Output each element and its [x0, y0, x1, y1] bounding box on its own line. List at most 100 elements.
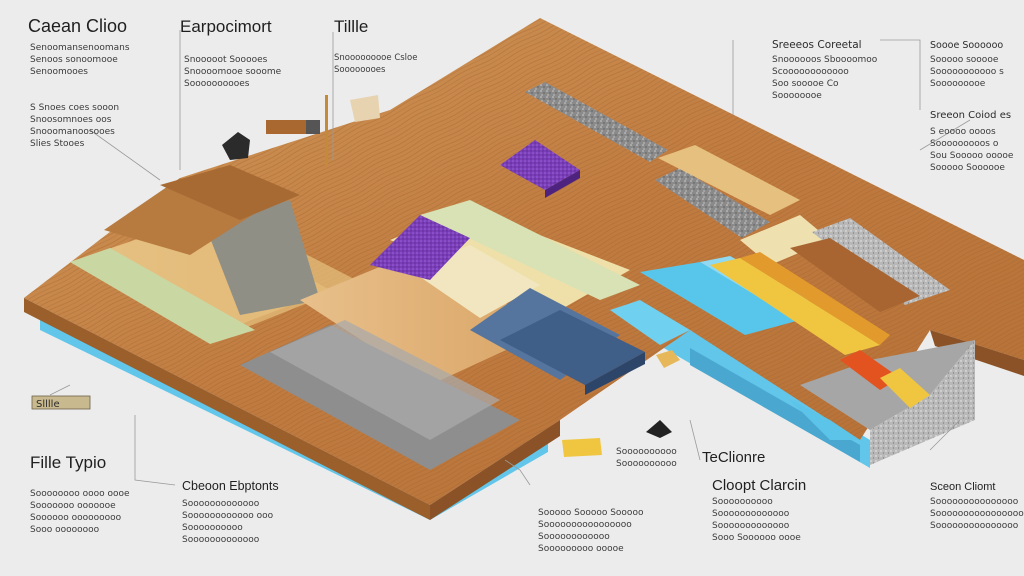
wood-dark-upper-2 [160, 165, 300, 220]
label-left-mid-line-3: Slies Stooes [30, 139, 85, 149]
label-left-mid-line-1: Snoosomnoes oos [30, 115, 112, 125]
cyan-panel-right [640, 262, 800, 335]
label-top-right-b-title: Soooe Soooooo [930, 40, 1003, 51]
purple-carpet-sample-side [545, 170, 580, 198]
yellow-strip [710, 258, 880, 355]
label-bottom-center-line-2: Soooooooooo [182, 523, 243, 533]
left-badge-text: Slllle [36, 399, 60, 410]
label-top-left-line-0: Senoomansenoomans [30, 43, 130, 53]
label-bottom-mid: Sooooo Sooooo Sooooo Soooooooooooooooo S… [538, 508, 644, 554]
label-left-badge: Slllle [31, 395, 91, 410]
label-bottom-right-line-1: Soooooooooooooooo [930, 509, 1024, 519]
label-cloopt-line-1: Sooooooooooooo [712, 509, 790, 519]
bracket-post [325, 95, 328, 165]
label-bottom-right: Sceon Cliomt Sooooooooooooooo Sooooooooo… [930, 481, 1024, 531]
label-left-bottom-title: Fille Typio [30, 453, 106, 472]
tan-clip [656, 350, 680, 368]
plank-light-3 [300, 250, 550, 385]
label-left-mid-line-2: Snooomanoosooes [30, 127, 115, 137]
wood-edge-front-left [24, 298, 430, 520]
label-top-tile: Tillle Snooooooooe Csloe Soooooooes [334, 17, 417, 75]
label-cloopt-title: Cloopt Clarcin [712, 477, 806, 494]
label-bottom-tag: Soooooooooo Soooooooooo [616, 447, 677, 469]
label-left-bottom: Fille Typio Soooooooo oooo oooe Sooooooo… [30, 453, 130, 535]
label-right-mid-line-2: Sou Sooooo ooooe [930, 151, 1014, 161]
label-bottom-center-line-3: Sooooooooooooo [182, 535, 260, 545]
yellow-strip-block [880, 368, 930, 408]
label-right-mid-title: Sreeon Coiod es [930, 110, 1011, 121]
label-bottom-mid-line-2: Soooooooooooo [538, 532, 610, 542]
label-bottom-mid-line-0: Sooooo Sooooo Sooooo [538, 508, 644, 518]
plank-gray-stone [205, 200, 320, 315]
yellow-doorstop [562, 438, 602, 457]
label-top-right-a-line-1: Scoooooooooooo [772, 67, 849, 77]
wood-sample-tag-end [306, 120, 320, 134]
label-left-bottom-line-0: Soooooooo oooo oooe [30, 489, 130, 499]
purple-carpet-tile [370, 215, 470, 280]
label-top-center-title: Earpocimort [180, 17, 272, 36]
cyan-strip-left [610, 300, 690, 345]
label-bottom-tag-line-1: Soooooooooo [616, 459, 677, 469]
label-top-tile-line-0: Snooooooooe Csloe [334, 53, 417, 63]
label-bottom-right-line-0: Sooooooooooooooo [930, 497, 1019, 507]
slate-blue-tile-edge [585, 352, 645, 395]
label-bottom-center-line-1: Soooooooooooo ooo [182, 511, 274, 521]
black-wedge [646, 420, 672, 438]
gray-tile-strip-light [270, 320, 500, 440]
slate-blue-tile-dark [500, 310, 645, 385]
label-cloopt-line-0: Soooooooooo [712, 497, 773, 507]
label-top-left-line-2: Senoomooes [30, 67, 88, 77]
label-left-mid: S Snoes coes sooon Snoosomnoes oos Snooo… [30, 103, 119, 149]
left-badge-box [31, 395, 91, 410]
label-top-right-a-line-0: Snoooooos Sboooomoo [772, 55, 878, 65]
label-bottom-center-title: Cbeoon Ebptonts [182, 479, 279, 493]
dark-wood-strip-right [790, 238, 920, 312]
label-bottom-center: Cbeoon Ebptonts Sooooooooooooo Soooooooo… [182, 479, 279, 545]
label-top-right-b-line-2: Sooooooooe [930, 79, 986, 89]
gray-stone-strip-right [812, 218, 950, 305]
rubber-pad-sample [222, 132, 250, 160]
label-top-tile-title: Tillle [334, 17, 368, 36]
label-top-left: Caean Clioo Senoomansenoomans Senoos son… [28, 16, 130, 77]
label-right-mid-line-3: Sooooo Soooooe [930, 163, 1005, 173]
wood-edge-front-mid [430, 420, 560, 520]
label-top-right-b: Soooe Soooooo Sooooo sooooe Sooooooooooo… [930, 40, 1004, 89]
label-left-mid-line-0: S Snoes coes sooon [30, 103, 119, 113]
speckle-stone-strip-mid [655, 168, 770, 238]
label-tech: TeClionre [702, 449, 765, 466]
cyan-edge-lower [790, 400, 860, 440]
label-left-bottom-line-3: Sooo oooooooo [30, 525, 100, 535]
label-top-right-a-line-3: Soooooooe [772, 91, 822, 101]
label-bottom-tag-line-0: Soooooooooo [616, 447, 677, 457]
label-top-tile-line-1: Soooooooes [334, 65, 386, 75]
concrete-block-face [870, 340, 975, 465]
label-top-right-a-title: Sreeeos Coreetal [772, 39, 862, 51]
label-left-bottom-line-1: Sooooooo ooooooe [30, 501, 116, 511]
label-top-right-b-line-1: Sooooooooooo s [930, 67, 1004, 77]
label-cloopt-line-3: Sooo Soooooo oooe [712, 533, 801, 543]
purple-carpet-sample [500, 140, 580, 190]
label-top-center-line-0: Snooooot Sooooes [184, 55, 268, 65]
label-right-mid-line-1: Sooooooooos o [930, 139, 999, 149]
label-tech-title: TeClionre [702, 449, 765, 466]
light-wood-strip-right [658, 145, 800, 215]
label-bottom-right-title: Sceon Cliomt [930, 481, 995, 493]
label-bottom-center-line-0: Sooooooooooooo [182, 499, 260, 509]
cream-strip-right [740, 215, 830, 265]
plank-felt-green [70, 248, 255, 344]
label-bottom-right-line-2: Sooooooooooooooo [930, 521, 1019, 531]
label-top-right-a: Sreeeos Coreetal Snoooooos Sboooomoo Sco… [772, 39, 878, 101]
blue-underlayer-right-side [690, 348, 860, 462]
label-top-center: Earpocimort Snooooot Sooooes Snoooomooe … [180, 17, 282, 89]
label-bottom-mid-line-3: Sooooooooo ooooe [538, 544, 624, 554]
label-top-left-title: Caean Clioo [28, 16, 127, 36]
orange-strip [740, 252, 890, 345]
label-top-center-line-2: Soooooooooes [184, 79, 250, 89]
speckle-stone-strip-top [525, 82, 668, 162]
label-top-right-b-line-0: Sooooo sooooe [930, 55, 999, 65]
label-cloopt: Cloopt Clarcin Soooooooooo Soooooooooooo… [712, 477, 806, 543]
label-top-right-a-line-2: Soo sooooe Co [772, 79, 839, 89]
felt-green-panel [420, 200, 640, 300]
label-bottom-mid-line-1: Soooooooooooooooo [538, 520, 632, 530]
